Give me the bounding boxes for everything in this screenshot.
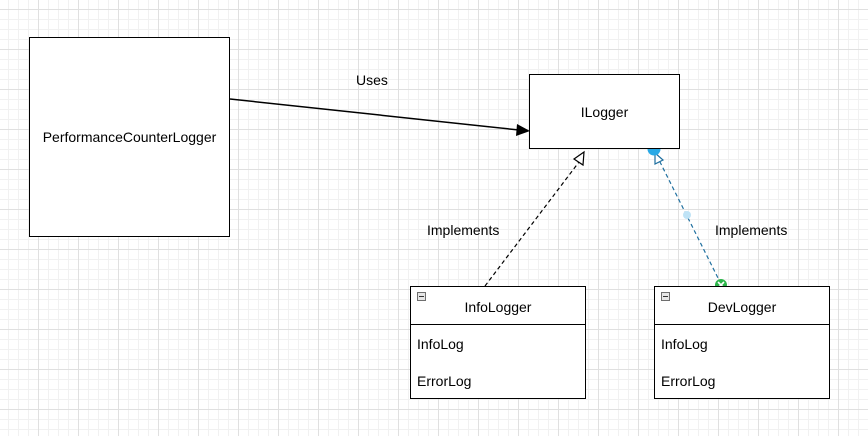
ilogger-node[interactable]: ILogger xyxy=(529,74,680,149)
dev-logger-field-errorlog[interactable]: ErrorLog xyxy=(661,372,716,389)
dev-implements-label[interactable]: Implements xyxy=(715,222,788,238)
info-logger-header: InfoLogger xyxy=(411,287,585,325)
dev-logger-name: DevLogger xyxy=(707,298,777,315)
info-logger-field-errorlog[interactable]: ErrorLog xyxy=(417,372,472,389)
info-implements-label[interactable]: Implements xyxy=(427,222,500,238)
dev-logger-class[interactable]: DevLogger InfoLog ErrorLog xyxy=(654,286,830,399)
dev-logger-header: DevLogger xyxy=(655,287,829,325)
dev-implements-edge[interactable] xyxy=(659,161,722,285)
performance-counter-logger-label: PerformanceCounterLogger xyxy=(42,129,217,145)
performance-counter-logger-node[interactable]: PerformanceCounterLogger xyxy=(29,37,230,237)
info-implements-edge[interactable] xyxy=(484,161,580,287)
ilogger-label: ILogger xyxy=(580,103,629,120)
info-logger-name: InfoLogger xyxy=(464,298,532,315)
dev-logger-field-infolog[interactable]: InfoLog xyxy=(661,335,708,352)
uses-edge[interactable] xyxy=(229,98,520,131)
uses-arrowhead xyxy=(516,124,530,136)
info-logger-class[interactable]: InfoLogger InfoLog ErrorLog xyxy=(410,286,586,399)
collapse-icon[interactable] xyxy=(661,292,670,301)
uses-edge-label[interactable]: Uses xyxy=(356,72,388,88)
dev-edge-midpoint-handle[interactable] xyxy=(683,211,691,219)
info-implements-arrowhead xyxy=(572,150,585,167)
collapse-icon[interactable] xyxy=(417,292,426,301)
dev-implements-arrowhead xyxy=(654,151,665,165)
info-logger-field-infolog[interactable]: InfoLog xyxy=(417,335,464,352)
